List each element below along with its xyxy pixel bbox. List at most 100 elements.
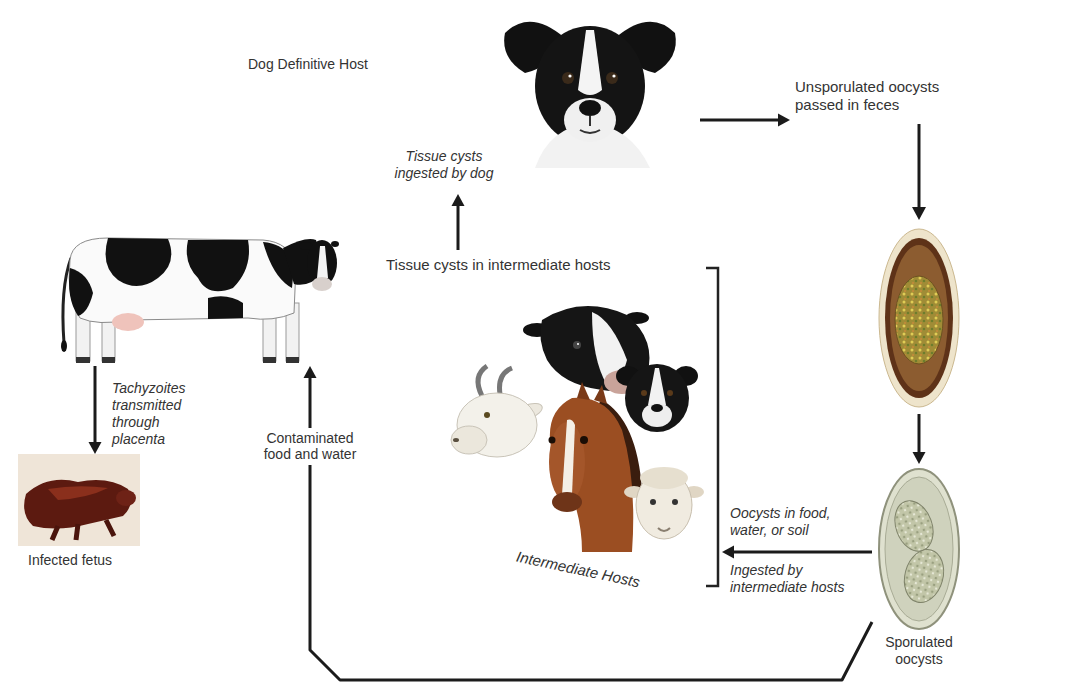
cow-illustration <box>61 238 339 363</box>
intermediate-hosts-collage-part <box>642 403 672 427</box>
intermediate-hosts-collage-part <box>580 436 588 444</box>
arrow-line <box>94 366 97 444</box>
unsporulated-oocyst-image-part <box>879 229 959 407</box>
intermediate-hosts-collage-part <box>641 390 647 396</box>
dog-illustration-part <box>568 74 571 77</box>
cow-illustration-part <box>69 238 296 323</box>
cycle-arrow <box>700 114 790 127</box>
cow-illustration-part <box>312 277 332 291</box>
intermediate-hosts-collage-part <box>577 343 579 345</box>
cycle-arrow <box>89 366 102 454</box>
sporulated-oocyst-image-part <box>888 495 940 556</box>
cow-illustration-part <box>76 357 90 363</box>
cow-illustration-part <box>263 357 276 363</box>
stage-node: Sporulated oocysts <box>872 464 966 682</box>
arrow-head <box>452 194 465 206</box>
intermediate-hosts-collage-part <box>577 382 590 400</box>
intermediate-hosts-collage-part <box>573 341 581 349</box>
host-node <box>58 218 340 366</box>
dog-illustration-part <box>564 98 616 142</box>
arrow-head <box>913 452 926 464</box>
intermediate-hosts-collage <box>451 306 704 552</box>
dog-illustration-part <box>562 72 574 84</box>
dog-illustration-part <box>535 26 645 146</box>
sporulated-oocyst-image-part <box>885 477 953 621</box>
unsporulated-oocyst-image-part <box>895 276 943 364</box>
fetus-illustration-part <box>48 486 108 500</box>
intermediate-hosts-collage-part <box>594 385 607 404</box>
cow-illustration-part <box>286 357 299 363</box>
host-group-node: Tissue cysts in intermediate hostsInterm… <box>382 250 722 602</box>
arrow-line <box>310 376 872 680</box>
fetus-illustration-part <box>18 454 140 546</box>
dog-illustration-part <box>606 72 618 84</box>
arrow-head <box>778 114 790 127</box>
cycle-arrow <box>452 194 465 250</box>
node-label: Unsporulated oocysts passed in feces <box>795 78 963 114</box>
intermediate-hosts-collage-part <box>667 390 673 396</box>
intermediate-hosts-collage-part <box>648 368 666 405</box>
feces-arrow <box>912 124 926 220</box>
edge-label: Tachyzoites transmitted through placenta <box>112 380 202 447</box>
intermediate-hosts-collage-part <box>658 528 670 531</box>
intermediate-hosts-collage-part <box>640 467 688 489</box>
arrow-line <box>918 414 921 454</box>
intermediate-hosts-collage-part <box>453 438 459 442</box>
intermediate-hosts-collage-part <box>478 366 487 396</box>
cow-illustration-part <box>317 246 328 278</box>
stage-node: Unsporulated oocysts passed in feces <box>790 74 965 414</box>
fetus-illustration <box>18 454 140 546</box>
cycle-arrow <box>722 546 872 559</box>
dog-illustration-part <box>580 116 600 133</box>
fetus-illustration-part <box>24 480 131 529</box>
sporulated-oocyst-image-part <box>879 469 959 629</box>
cow-illustration-part <box>61 340 67 352</box>
fetus-illustration-part <box>116 490 136 506</box>
fetus-node: Infected fetus <box>18 454 158 574</box>
intermediate-hosts-collage-part <box>625 364 689 432</box>
arrow-head <box>89 442 102 454</box>
cow-illustration-part <box>331 241 339 247</box>
dog-illustration-part <box>578 30 602 95</box>
cow-illustration-part <box>187 240 249 291</box>
unsporulated-oocyst-image-part <box>890 245 948 391</box>
arrow-head <box>722 546 734 559</box>
intermediate-hosts-collage-part <box>672 499 678 505</box>
annotation-label: Ingested by intermediate hosts <box>730 562 865 596</box>
arrow-line <box>700 119 780 122</box>
unsporulated-oocyst-image-part <box>885 238 953 398</box>
intermediate-hosts-collage-part <box>552 492 582 512</box>
intermediate-hosts-collage-part <box>549 437 556 444</box>
intermediate-hosts-collage-part <box>550 398 633 552</box>
cow-illustration-part <box>112 313 144 331</box>
edge-label: Oocysts in food, water, or soil <box>730 505 865 539</box>
intermediate-hosts-collage-part <box>650 499 656 505</box>
edge-label: Contaminated food and water <box>256 428 364 466</box>
unsporulated-oocyst-image <box>879 229 959 407</box>
dog-illustration <box>504 22 676 168</box>
cycle-arrow <box>913 414 926 464</box>
arrow-head <box>304 366 317 378</box>
cow-illustration-part <box>208 296 243 319</box>
host-node: Dog Definitive HostTissue cysts ingested… <box>240 6 700 194</box>
arrow-line <box>457 204 460 250</box>
cycle-arrow <box>304 366 873 680</box>
arrow-line <box>732 551 872 554</box>
node-label: Tissue cysts in intermediate hosts <box>386 256 686 274</box>
sporulated-oocyst-image <box>879 469 959 629</box>
sporulated-oocyst-image-part <box>899 545 950 607</box>
group-bracket <box>706 268 718 586</box>
intermediate-hosts-collage-part <box>562 420 575 498</box>
intermediate-hosts-collage-part <box>484 412 490 418</box>
dog-illustration-part <box>579 100 601 116</box>
fetus-illustration-part <box>52 520 114 540</box>
node-label: Dog Definitive Host <box>248 56 448 73</box>
node-label: Tissue cysts ingested by dog <box>385 148 503 182</box>
cow-illustration-part <box>106 238 172 286</box>
cow-illustration-part <box>102 357 115 363</box>
